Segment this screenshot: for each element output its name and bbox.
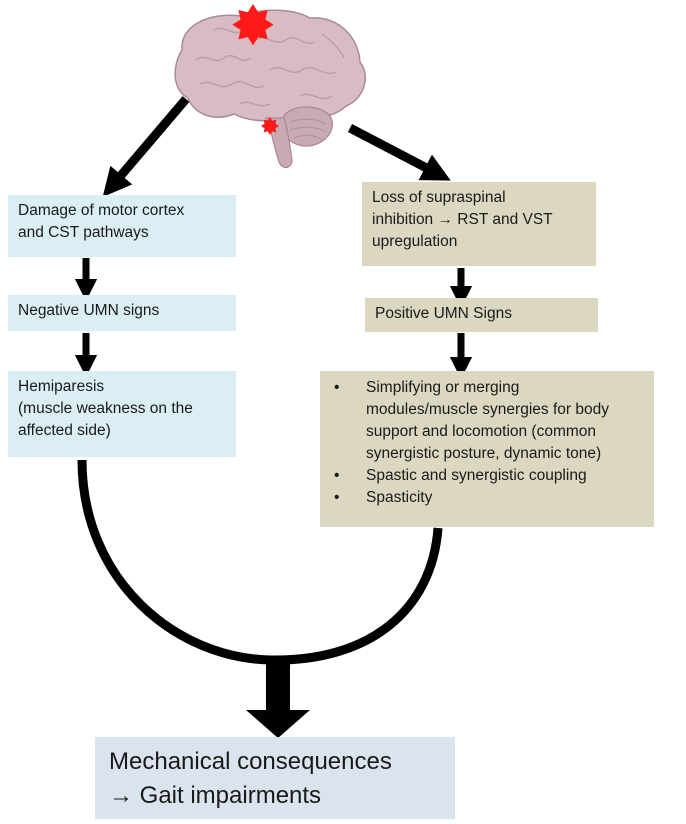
hemiparesis-line3: affected side) <box>18 422 111 439</box>
item1-line2: modules/muscle synergies for body <box>366 401 609 418</box>
loss-line1: Loss of supraspinal <box>372 189 506 206</box>
converging-curve <box>77 459 443 665</box>
box-hemiparesis: Hemiparesis (muscle weakness on the affe… <box>8 371 236 457</box>
item3-line1: Spasticity <box>366 489 433 506</box>
list-item: Spastic and synergistic coupling <box>326 465 648 487</box>
box-positive-signs-details: Simplifying or merging modules/muscle sy… <box>320 371 654 527</box>
loss-line2: inhibition → RST and VST <box>372 211 553 228</box>
negative-umn-label: Negative UMN signs <box>18 302 160 319</box>
lesion-star-icon <box>261 117 279 135</box>
box-damage-line1: Damage of motor cortex <box>18 202 185 219</box>
loss-line3: upregulation <box>372 233 458 250</box>
item1-line3: support and locomotion (common <box>366 423 597 440</box>
item1-line4: synergistic posture, dynamic tone) <box>366 445 602 462</box>
hemiparesis-line2: (muscle weakness on the <box>18 400 193 417</box>
big-down-arrow <box>246 660 310 738</box>
box-damage-line2: and CST pathways <box>18 224 149 241</box>
positive-signs-list: Simplifying or merging modules/muscle sy… <box>326 377 648 509</box>
lesion-star-icon <box>232 4 274 46</box>
outcome-line2: → Gait impairments <box>109 782 322 809</box>
item1-line1: Simplifying or merging <box>366 379 520 396</box>
hemiparesis-line1: Hemiparesis <box>18 378 105 395</box>
box-damage-motor-cortex: Damage of motor cortex and CST pathways <box>8 195 236 257</box>
list-item: Spasticity <box>326 487 648 509</box>
box-loss-supraspinal-inhibition: Loss of supraspinal inhibition → RST and… <box>362 182 596 266</box>
brain-illustration <box>174 4 366 169</box>
box-mechanical-consequences: Mechanical consequences → Gait impairmen… <box>95 737 455 819</box>
list-item: Simplifying or merging modules/muscle sy… <box>326 377 648 465</box>
arrow-brain-to-left <box>102 96 190 197</box>
arrow-brain-to-right <box>347 124 451 181</box>
box-positive-umn-signs: Positive UMN Signs <box>365 298 598 332</box>
outcome-line1: Mechanical consequences <box>109 748 392 775</box>
box-negative-umn-signs: Negative UMN signs <box>8 295 236 331</box>
item2-line1: Spastic and synergistic coupling <box>366 467 587 484</box>
positive-umn-label: Positive UMN Signs <box>375 305 512 322</box>
